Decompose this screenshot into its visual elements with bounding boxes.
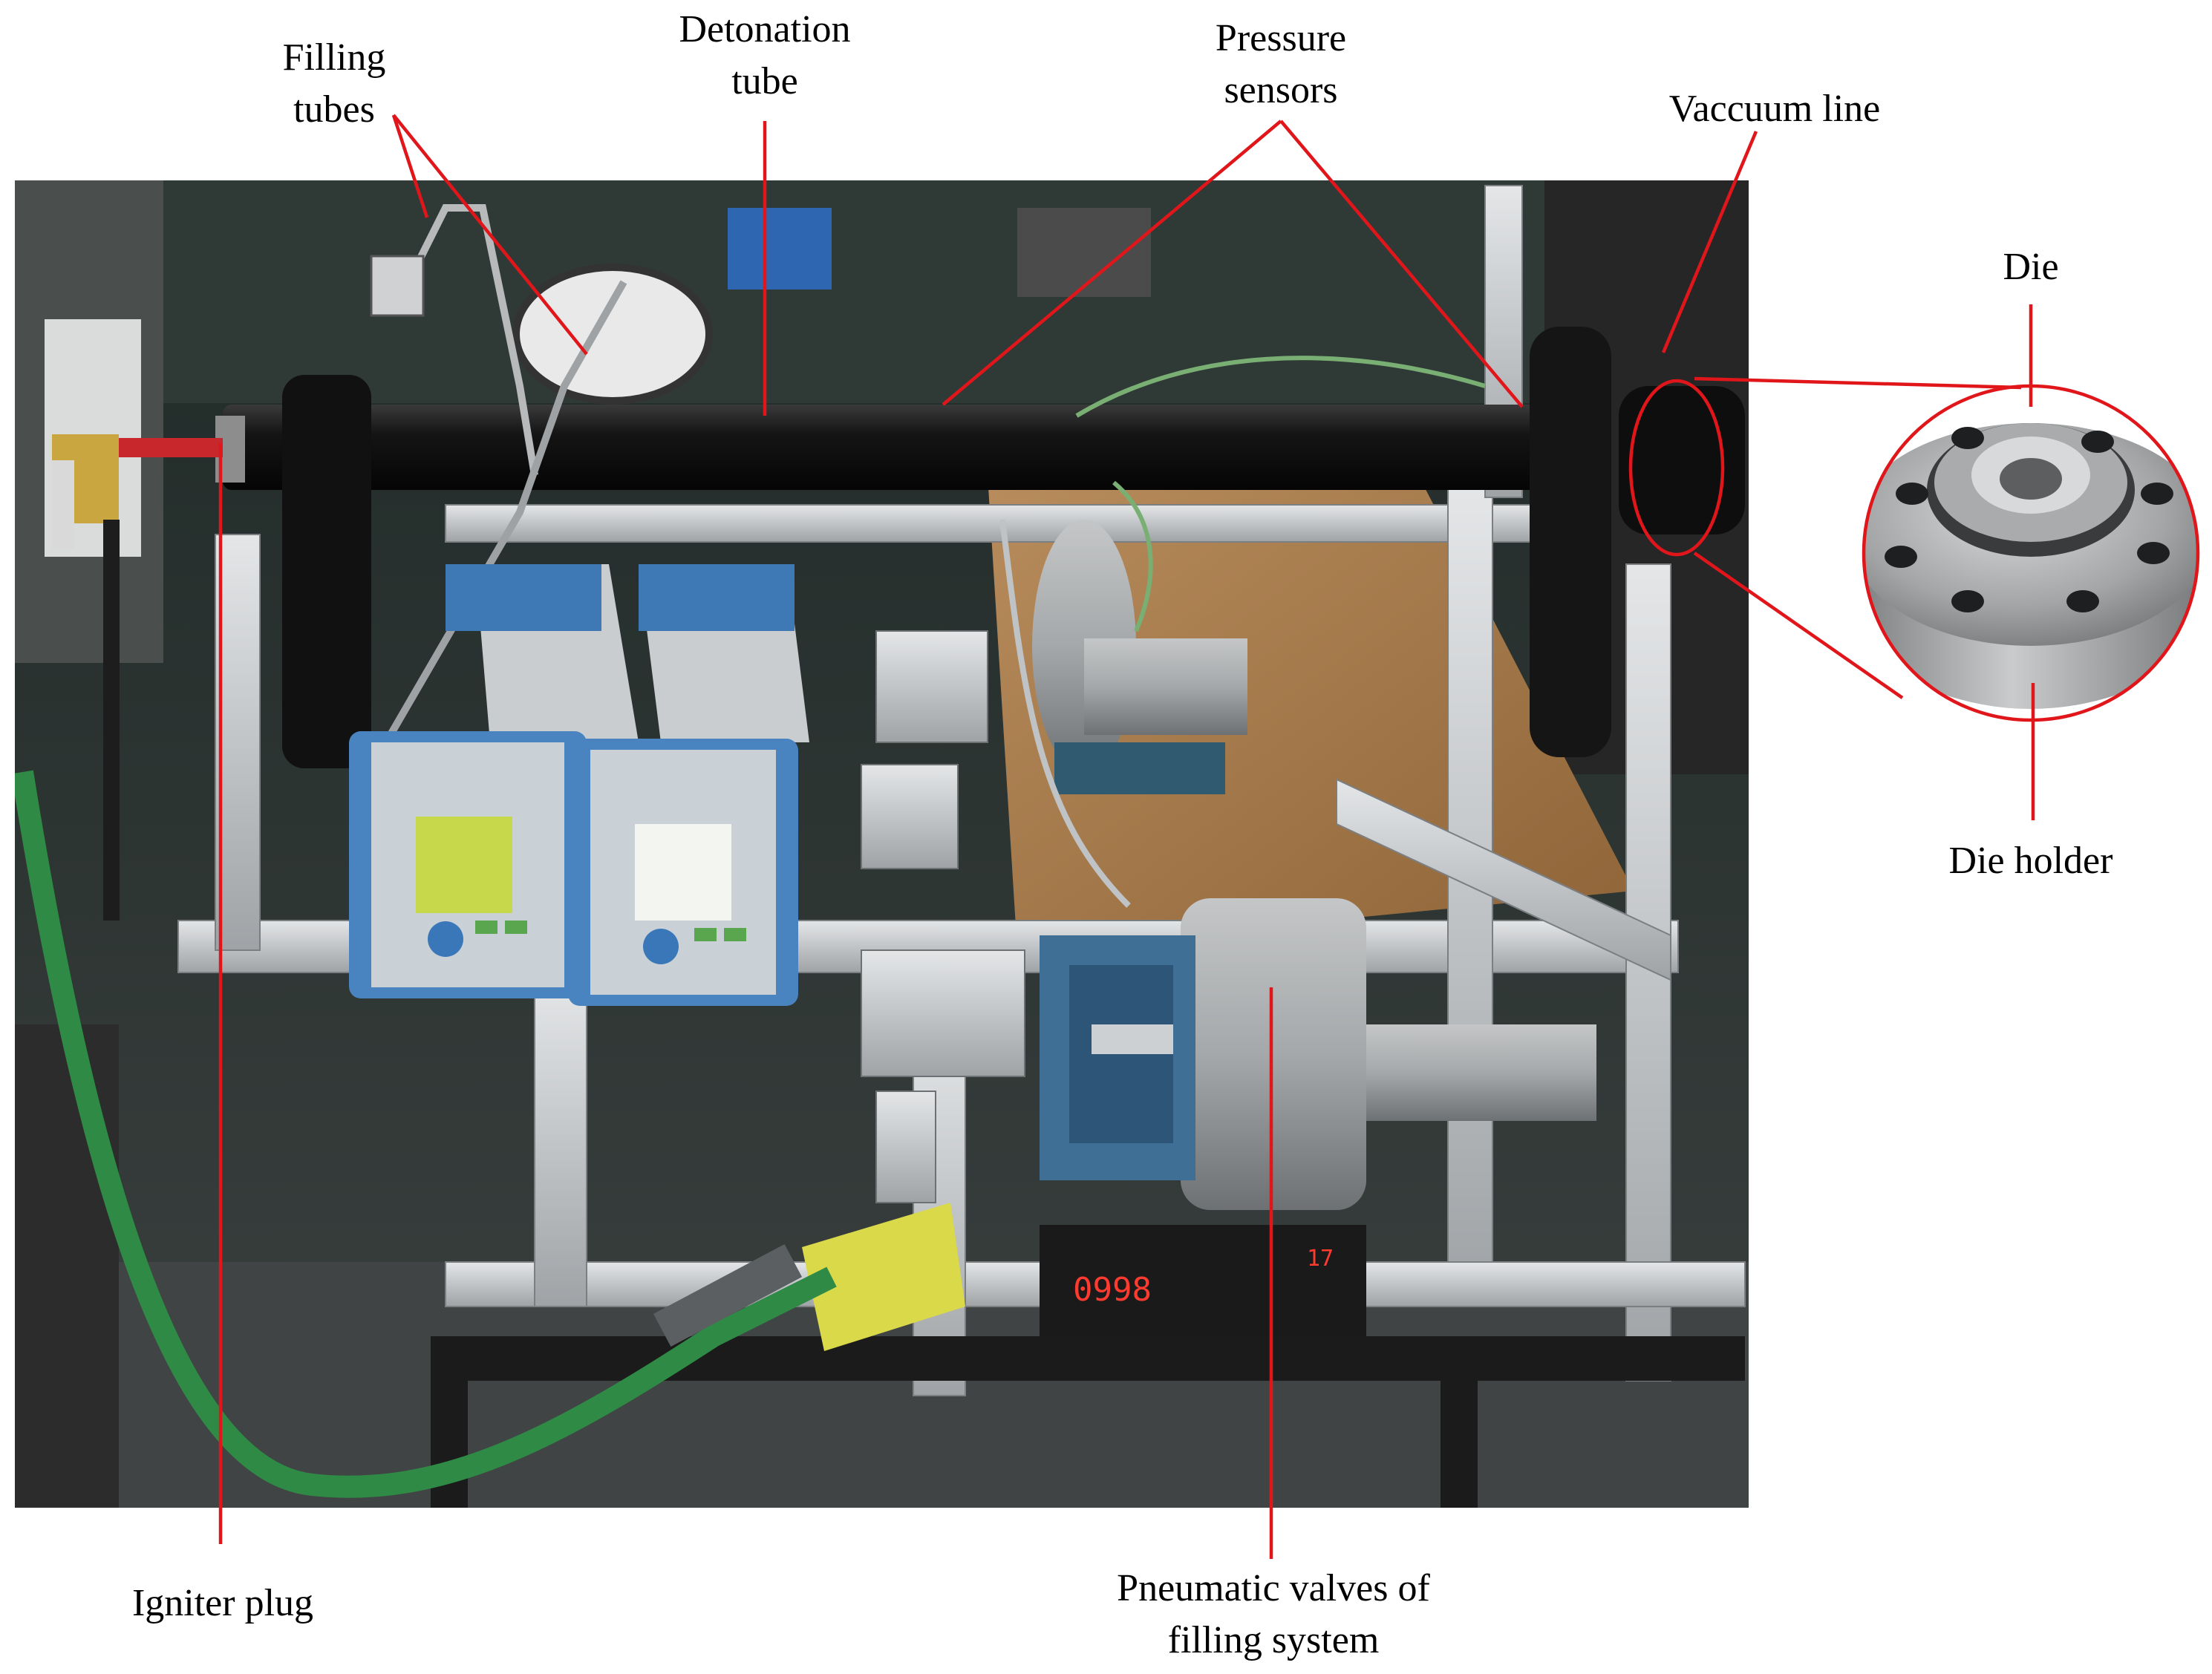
detonation-tube-label: Detonation tube — [679, 8, 851, 102]
igniter-plug-label: Igniter plug — [131, 1582, 314, 1624]
vacuum-line-label: Vaccuum line — [1668, 88, 1881, 130]
pressure-controllers — [349, 564, 809, 1006]
die-inset-photo — [1864, 386, 2198, 720]
counter-readout: 0998 — [1073, 1271, 1152, 1309]
counter-readout-small: 17 — [1307, 1246, 1334, 1272]
filling-tubes-label: Filling tubes — [282, 36, 386, 131]
pressure-sensors-label: Pressure sensors — [1215, 17, 1347, 111]
pneumatic-valve — [1040, 898, 1596, 1210]
pneumatic-valves-label: Pneumatic valves of filling system — [1117, 1567, 1430, 1661]
die-label: Die — [2003, 246, 2059, 288]
die-holder-label: Die holder — [1948, 840, 2113, 882]
main-photo: 0998 17 — [15, 180, 1749, 1508]
